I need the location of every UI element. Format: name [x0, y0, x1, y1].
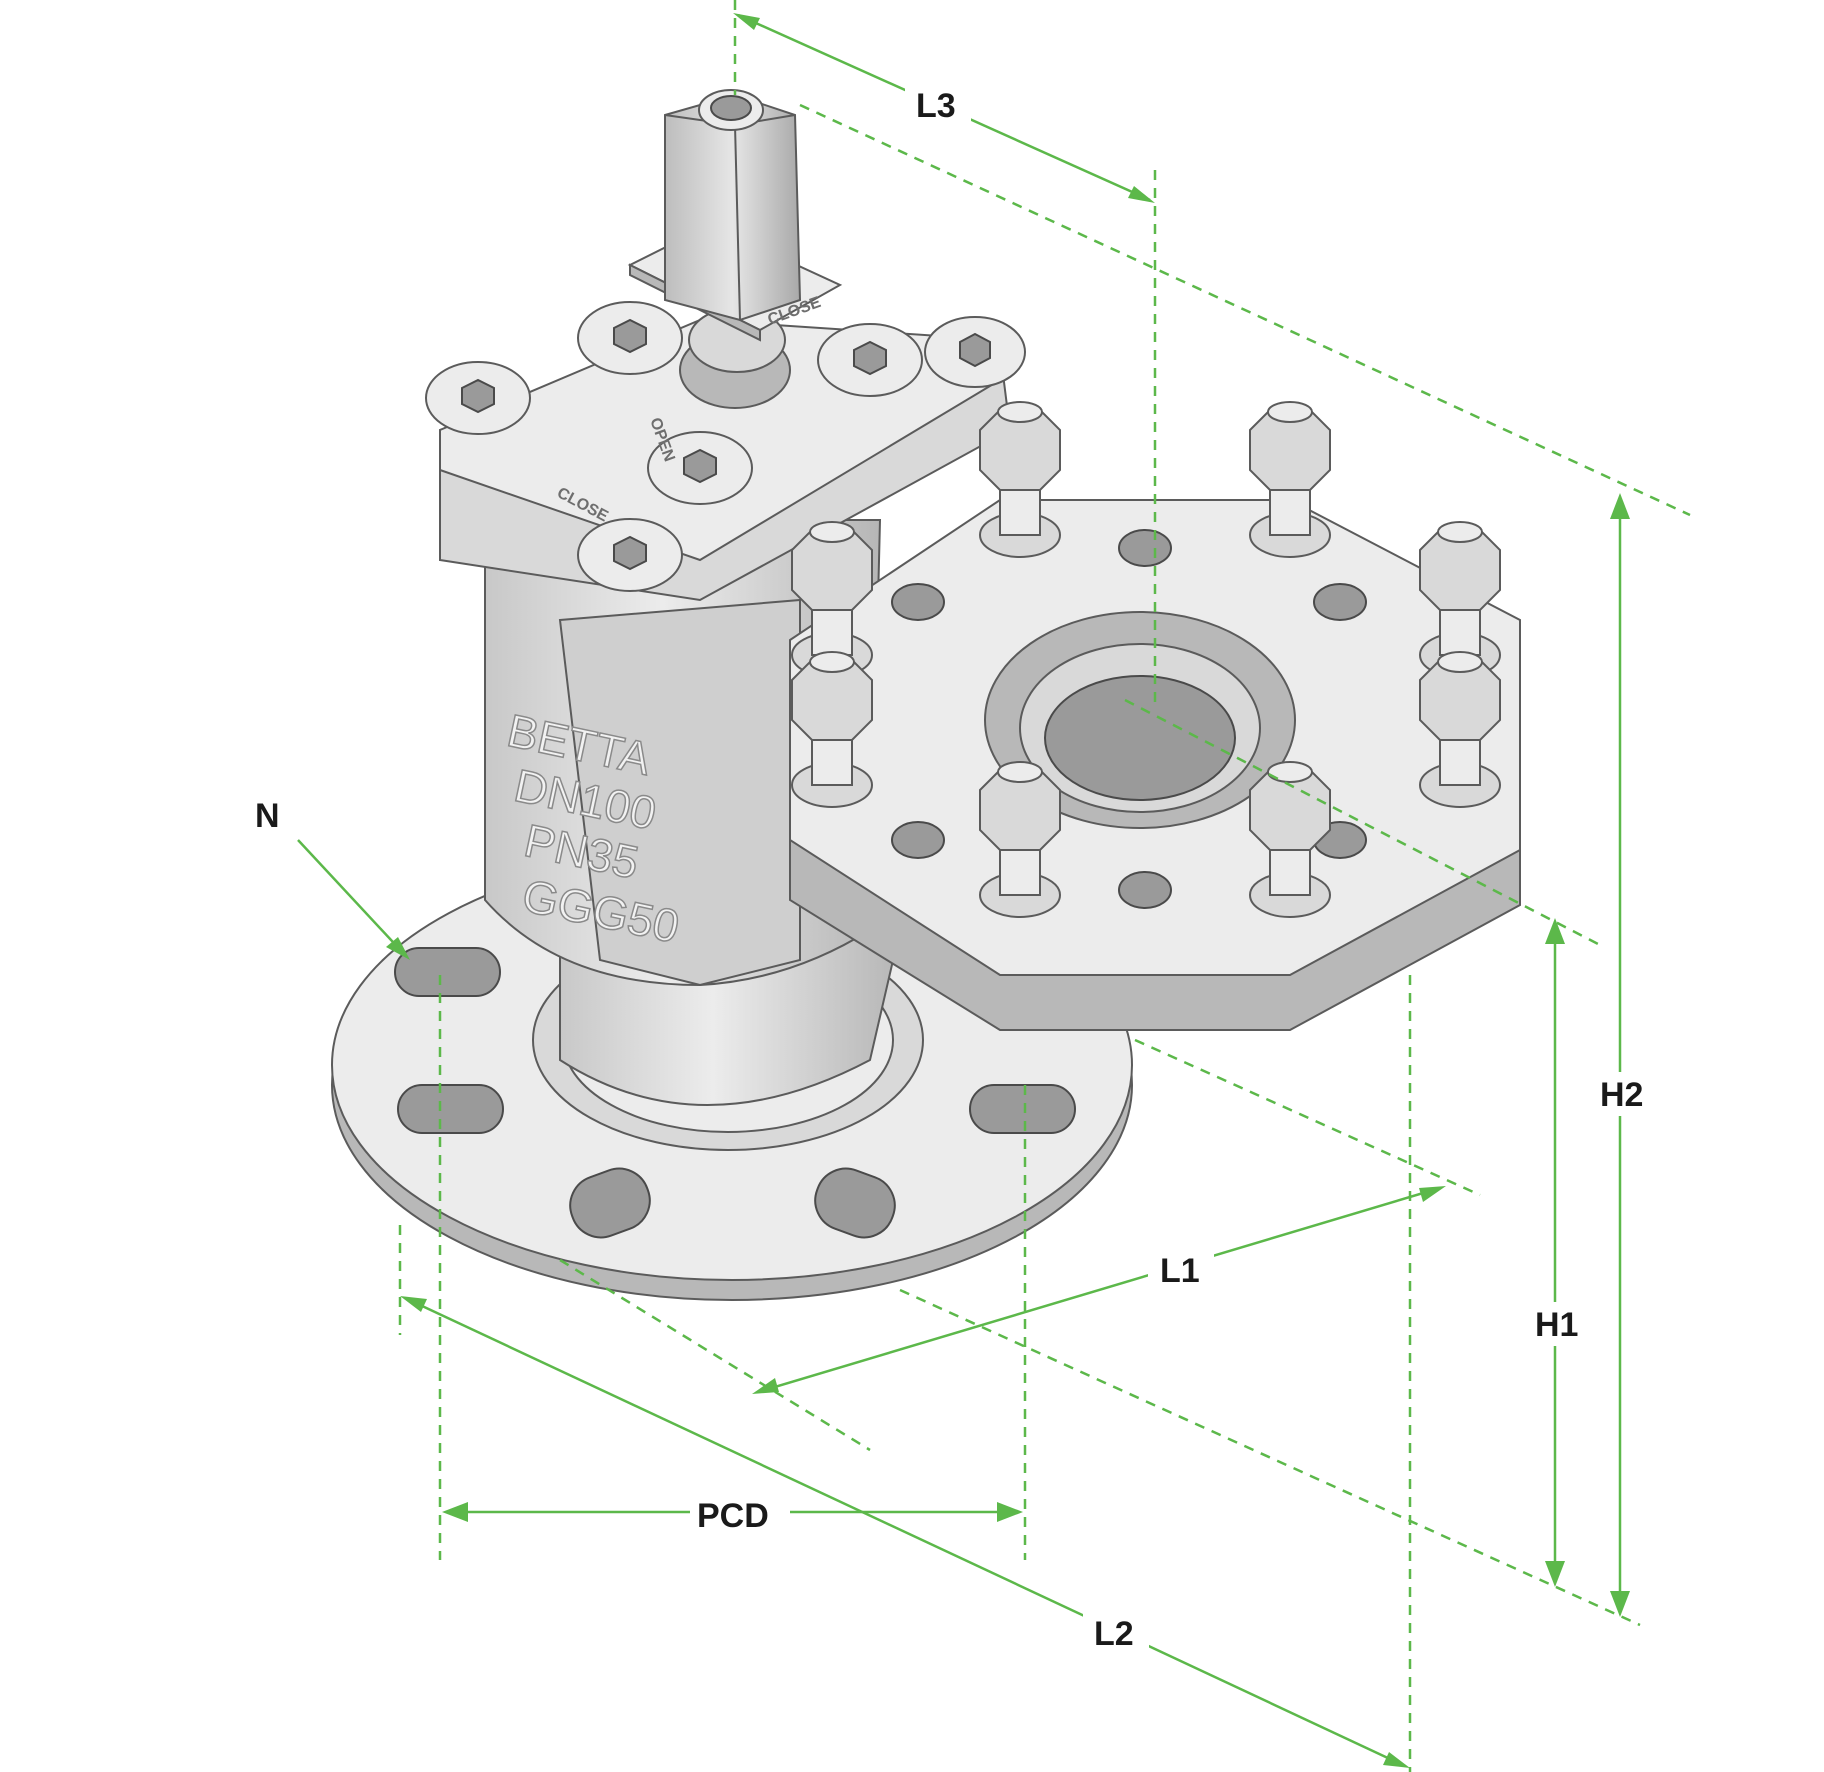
side-flange	[789, 401, 1521, 1031]
label-L3: L3	[916, 87, 956, 125]
label-L2: L2	[1094, 1615, 1134, 1653]
side-flange-threaded-holes	[891, 529, 1367, 909]
valve-body: BETTA DN100 PN35 GGG50	[484, 519, 902, 1106]
round-flange-slot-holes	[394, 947, 1076, 1239]
bonnet-bolt-bosses	[425, 301, 1026, 592]
label-H1: H1	[1535, 1306, 1578, 1344]
bonnet: CLOSE OPEN	[425, 301, 1026, 602]
dimension-lines	[297, 13, 1630, 1768]
stem-handle: CLOSE	[627, 89, 843, 409]
label-N: N	[255, 797, 280, 835]
label-PCD: PCD	[697, 1497, 769, 1535]
extension-lines	[398, 0, 1691, 1772]
label-H2: H2	[1600, 1076, 1643, 1114]
body-marking: BETTA DN100 PN35 GGG50	[502, 703, 684, 953]
dimension-labels: L3 L1 L2 PCD H1 H2 N	[255, 82, 1652, 1654]
label-L1: L1	[1160, 1252, 1200, 1290]
side-flange-studs	[791, 401, 1501, 918]
